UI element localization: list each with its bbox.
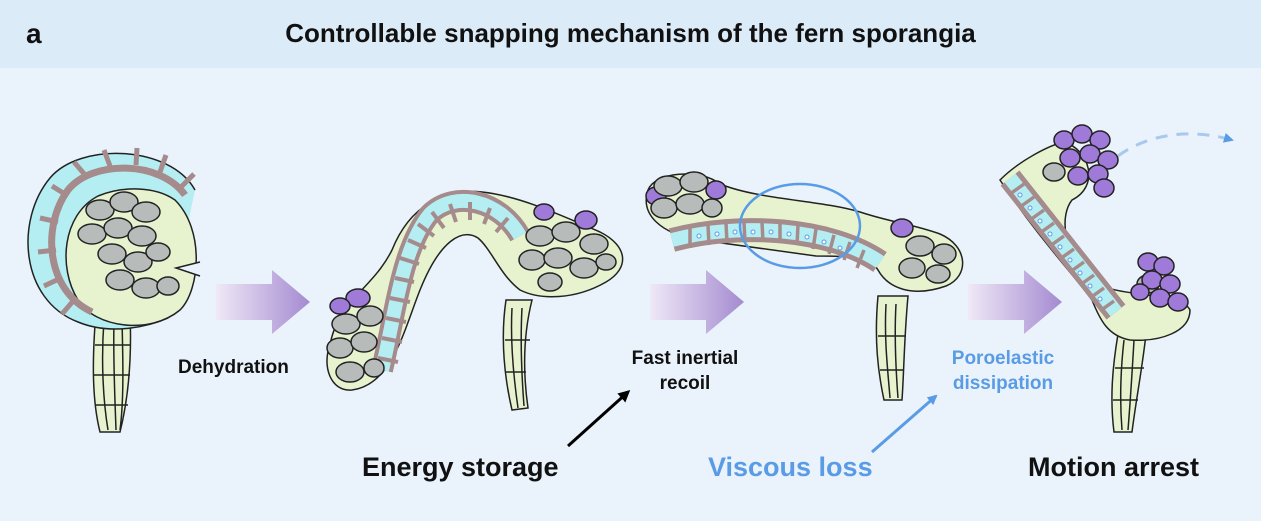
sporangium-viscous-loss (645, 171, 964, 401)
recoil-pointer-arrow (566, 389, 631, 448)
process-arrow-2 (650, 270, 744, 334)
diagram-svg (27, 124, 1234, 454)
sporangium-closed (27, 147, 201, 433)
dissipation-pointer-arrow (871, 394, 938, 454)
spore-launch-arrow (1117, 132, 1234, 158)
poroelastic-line2: dissipation (952, 373, 1054, 394)
viscous-loss-highlight-ring (738, 182, 862, 270)
fast-recoil-line2: recoil (659, 373, 711, 394)
energy-storage-caption: Energy storage (362, 452, 559, 482)
dehydration-label: Dehydration (178, 357, 289, 378)
viscous-loss-caption: Viscous loss (708, 452, 873, 482)
poroelastic-line1: Poroelastic (951, 348, 1055, 369)
process-arrow-3 (968, 270, 1062, 334)
fast-recoil-line1: Fast inertial (631, 348, 739, 369)
motion-arrest-caption: Motion arrest (1028, 452, 1200, 482)
sporangium-motion-arrest (999, 124, 1191, 433)
process-arrow-1 (216, 270, 310, 334)
page-title: Controllable snapping mechanism of the f… (285, 18, 976, 48)
header-band: a Controllable snapping mechanism of the… (0, 0, 1261, 68)
panel-letter: a (26, 18, 42, 49)
diagram-scene: Dehydration Fast inertial recoil Poroela… (0, 68, 1261, 521)
sporangium-energy-storage (326, 190, 624, 411)
poroelastic-label: Poroelastic dissipation (928, 346, 1078, 396)
fast-recoil-label: Fast inertial recoil (610, 346, 760, 396)
